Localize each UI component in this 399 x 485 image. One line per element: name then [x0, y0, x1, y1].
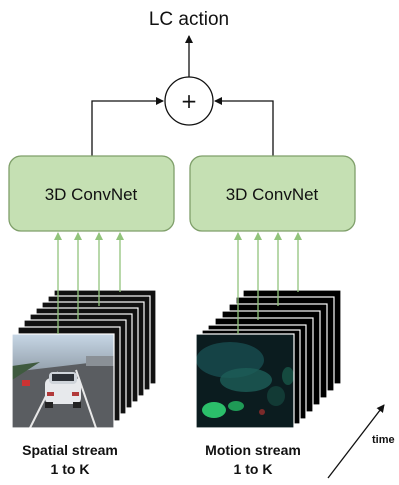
left-convnet-box — [8, 155, 175, 232]
spatial-frame-stack — [11, 289, 157, 429]
fusion-symbol: + — [181, 89, 198, 113]
motion-frame-stack — [195, 289, 342, 429]
right-convnet-label: 3D ConvNet — [226, 185, 319, 204]
right-connector-arrow — [214, 97, 274, 156]
time-arrow — [327, 404, 385, 479]
time-label: time — [372, 434, 395, 446]
motion-caption-line1: Motion stream — [205, 442, 301, 458]
motion-input-arrows — [234, 232, 302, 334]
spatial-caption-line2: 1 to K — [51, 461, 90, 477]
spatial-input-arrows — [54, 232, 124, 334]
spatial-caption-line1: Spatial stream — [22, 442, 118, 458]
left-connector-arrow — [91, 97, 164, 156]
motion-front-frame — [196, 334, 294, 428]
motion-caption-line2: 1 to K — [234, 461, 273, 477]
spatial-front-frame — [12, 334, 114, 428]
right-convnet-box — [189, 155, 356, 232]
left-convnet-label: 3D ConvNet — [45, 185, 138, 204]
fusion-node — [164, 76, 214, 126]
output-label: LC action — [149, 9, 229, 30]
